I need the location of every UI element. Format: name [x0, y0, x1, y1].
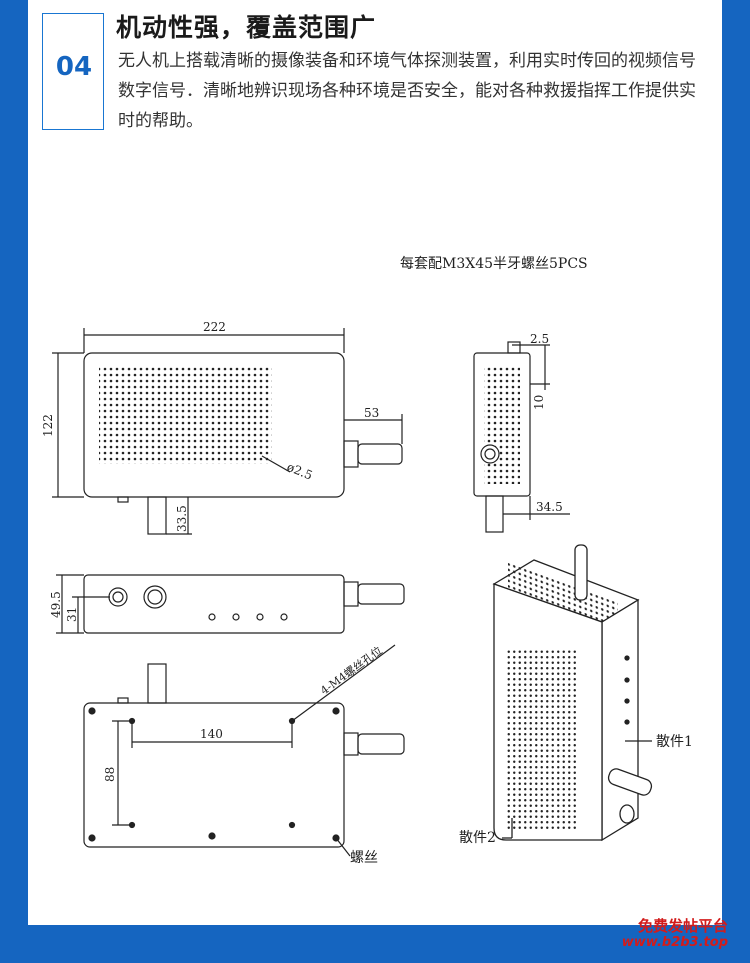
dim-side-top: 2.5	[530, 332, 549, 346]
part1-label: 散件1	[656, 734, 693, 750]
right-border	[722, 0, 750, 963]
bottom-border	[0, 925, 750, 963]
dim-mount-w: 140	[200, 727, 223, 741]
dim-height: 122	[41, 414, 55, 437]
dim-front-h1: 49.5	[49, 591, 63, 618]
front-view	[56, 574, 405, 634]
screw-label: 螺丝	[350, 850, 378, 866]
top-view	[52, 328, 403, 535]
section-number-box: 04	[42, 13, 104, 130]
side-view	[473, 341, 570, 533]
watermark-line2: www.b2b3.top	[621, 935, 728, 950]
dim-hole: ø2.5	[285, 460, 315, 483]
dim-side-depth: 10	[532, 395, 546, 410]
part2-label: 散件2	[459, 830, 496, 846]
dim-front-h2: 31	[65, 607, 79, 622]
left-border	[0, 0, 28, 963]
screw-note: 每套配M3X45半牙螺丝5PCS	[400, 256, 588, 272]
watermark-line1: 免费发帖平台	[637, 917, 728, 935]
section-number: 04	[55, 52, 93, 82]
dim-side-bottom: 34.5	[536, 500, 563, 514]
dim-mount-h: 88	[103, 767, 117, 782]
dim-stub: 33.5	[175, 505, 189, 532]
mount-label: 4-M4螺丝孔位	[318, 643, 385, 697]
section-title: 机动性强，覆盖范围广	[116, 13, 377, 42]
dim-antenna: 53	[364, 406, 379, 420]
perspective-view	[492, 544, 653, 842]
bottom-view	[83, 644, 405, 857]
dim-width: 222	[203, 320, 226, 334]
section-description: 无人机上搭载清晰的摄像装备和环境气体探测装置，利用实时传回的视频信号数字信号．清…	[118, 51, 696, 131]
